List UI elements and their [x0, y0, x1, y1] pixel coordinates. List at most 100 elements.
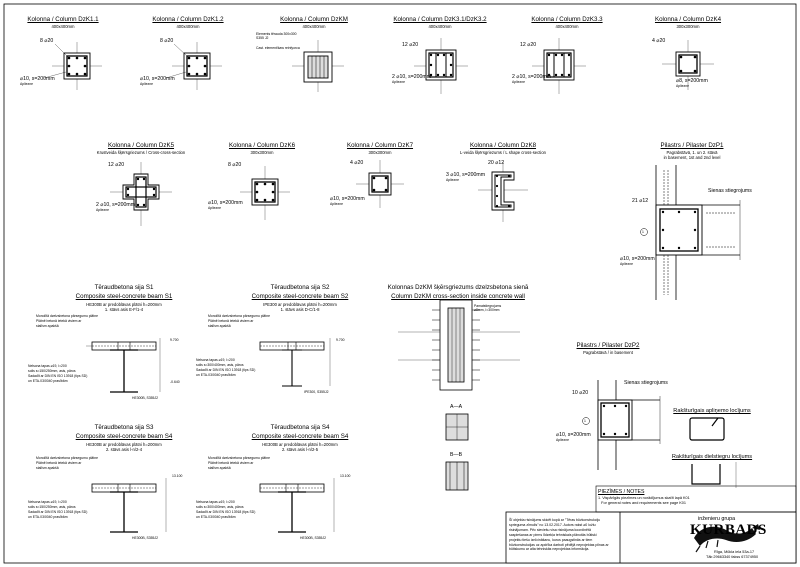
company-address: Rīga, Mūkla iela 53a-17	[714, 550, 755, 554]
column-dzk4-stirrup: ⌀8, s=200mm	[676, 78, 708, 84]
beam-s4-lbl-bot4: un ETA-03/0040 prasībām	[196, 515, 236, 519]
pilaster-dzp2-bars: 10 ⌀20	[572, 390, 589, 396]
column-dzk3-3-bars: 12 ⌀20	[520, 42, 537, 48]
beam-s1-title-lv: Tēraudbetona sija S1	[94, 284, 154, 291]
pilaster-dzp1-sub1: Pagrabstāvā, 1. un 2. stāvā	[666, 150, 718, 155]
beam-s3-lbl-left1: Monolītā dzelzsbetona pārsegumu plātne	[36, 456, 99, 460]
column-dzk1-1-section	[43, 42, 102, 90]
stamp-text: Šī objekta risinājums skicēt kopā ar "Tē…	[509, 518, 609, 552]
company-phone: Tālr.29663340 fakss 67374950	[706, 555, 759, 559]
column-dzk7-section	[356, 160, 404, 208]
column-dzk6-title: Kolonna / Column DzK6	[228, 142, 296, 149]
beam-s3-note2: 2. stāvs asis l-n/2-4	[105, 447, 143, 452]
column-dzk3-stirrup-note: Apliezne	[392, 80, 406, 84]
beam-s2-title-lv: Tēraudbetona sija S2	[270, 284, 330, 291]
beam-s4-lbl-bot2: solis s=300/400mm, asis, pāros	[196, 505, 244, 509]
column-dzk5-size: Krustveida šķērsgriezums / Cross-cross-s…	[96, 150, 186, 155]
beam-s2-lbl-left3: stalīsm apakšā	[208, 324, 231, 328]
beam-s3-title-en: Composite steel-concrete beam S4	[75, 433, 173, 440]
beam-s1-lbl-left1: Monolītā dzelzsbetona pārsegumu plātne	[36, 314, 99, 318]
beam-s4-note2: 2. stāvs asis l-n/2-5	[281, 447, 319, 452]
beam-s1-lbl-left2: Plātnē betonā ietekā visiem ar	[36, 319, 82, 323]
column-dzk8-size: L-veida šķērsgriezums / L shape cross-se…	[460, 150, 546, 155]
pilaster-dzp1-drawing	[640, 165, 741, 300]
pilaster-dzp2-wall: Sienas stiegrojums	[624, 380, 668, 386]
column-dzkm-steel: Elements tērauda 300x300 S355 J2	[256, 32, 297, 40]
pilaster-dzp1-note: Apliezne	[620, 262, 634, 266]
beam-s1-lbl-bot3: Sadadīt ar DIN EN ISO 13918 (tips SD)	[28, 374, 88, 378]
pilaster-dzp2-drawing	[582, 380, 661, 470]
beam-s1-lbl-bot2: solis s=150/250mm, asis, pāros	[28, 369, 76, 373]
pilaster-dzp1-stirrup: ⌀10, s=200mm	[620, 256, 655, 262]
column-dzk8-title: Kolonna / Column DzK8	[469, 142, 537, 149]
column-dzk4-section	[662, 40, 714, 90]
column-dzk1-1-stirrup-note: Apliezne	[20, 82, 34, 86]
beam-s3-profile: HE300B, S355J2	[132, 536, 159, 540]
beam-s2-lbl-bot3: Sadadīt ar DIN EN ISO 13918 (tips SD)	[196, 368, 256, 372]
beam-s4-note1: HE300B ar predoblāvas plātni h=200mm	[262, 442, 338, 447]
pilaster-dzp1-title: Pilastrs / Pilaster DzP1	[660, 142, 724, 149]
detail-bar-bend-title: Rakšturīgais dielstiegru locījums	[671, 454, 753, 460]
column-dzk5-stirrup: 2 ⌀10, s=200mm	[96, 202, 136, 208]
beam-s3-lbl-bot3: Sadadīt ar DIN EN ISO 13918 (tips SD)	[28, 510, 88, 514]
company-subtitle: inženieru grupa	[698, 516, 736, 522]
column-dzk3-3-size: 400x400mm	[555, 24, 579, 29]
beam-s2-drawing	[259, 338, 331, 387]
column-dzk6-stirrup: ⌀10, s=200mm	[208, 200, 243, 206]
column-dzk8-stirrup-note: Apliezne	[446, 178, 460, 182]
column-dzk1-1-bars: 8 ⌀20	[40, 38, 54, 44]
column-dzk7-stirrup-note: Apliezne	[330, 202, 344, 206]
notes-body: 1. Vispārīgās piezīmes un norādījumus sk…	[598, 496, 690, 505]
beam-s2-note2: 1. stāvs asis D-C/1-8	[280, 307, 320, 312]
pilaster-dzp2-callout: 1	[584, 419, 586, 423]
column-dzk1-1-stirrup: ⌀10, s=200mm	[20, 76, 55, 82]
column-dzkm-size: 400x400mm	[302, 24, 326, 29]
beam-s4-title-lv: Tēraudbetona sija S4	[270, 424, 330, 431]
beam-s2-elev-top: 9.700	[336, 338, 345, 342]
beam-s4-drawing	[259, 478, 335, 533]
beam-s4-lbl-bot1: Nelsona tapas ⌀19, l=200	[196, 500, 235, 504]
title-block	[505, 485, 797, 564]
section-b-b-label: B—B	[450, 452, 463, 458]
column-dzk5-section	[110, 162, 172, 226]
column-dzk7-bars: 4 ⌀20	[350, 160, 364, 166]
column-dzk4-title: Kolonna / Column DzK4	[654, 16, 722, 23]
kurbads-logo	[694, 524, 760, 553]
beam-s2-profile: IPE300, S355J2	[304, 390, 329, 394]
beam-s3-lbl-bot4: un ETA-03/0040 prasībām	[28, 515, 68, 519]
beam-s3-lbl-left2: Plātnē betonā ietekā visiem ar	[36, 461, 82, 465]
column-dzk4-size: 300x300mm	[676, 24, 700, 29]
beam-s1-lbl-bot1: Nelsona tapas ⌀19, l=200	[28, 364, 67, 368]
column-dzk7-stirrup: ⌀10, s=200mm	[330, 196, 365, 202]
column-dzk8-section	[478, 162, 528, 222]
column-dzk1-2-size: 400x400mm	[176, 24, 200, 29]
beam-s4-title-en: Composite steel-concrete beam S4	[251, 433, 349, 440]
column-dzk7-title: Kolonna / Column DzK7	[346, 142, 414, 149]
column-dzk1-2-title: Kolonna / Column DzK1.2	[152, 16, 224, 23]
pilaster-dzp1-sub2: in basement, 1st and 2nd level	[663, 155, 721, 160]
column-dzk3-size: 400x400mm	[428, 24, 452, 29]
column-dzk1-1-title: Kolonna / Column DzK1.1	[27, 16, 99, 23]
wall-section-label-2: ⌀8mm, l=300mm	[474, 308, 500, 312]
column-dzk7-size: 300x300mm	[368, 150, 392, 155]
pilaster-dzp1-wall: Sienas stiegrojums	[708, 188, 752, 194]
beam-s4-elev-top: 13.100	[340, 474, 351, 478]
column-dzk5-stirrup-note: Apliezne	[96, 208, 110, 212]
column-dzk3-bars: 12 ⌀20	[402, 42, 419, 48]
column-dzk5-bars: 12 ⌀20	[108, 162, 125, 168]
column-dzkm-note: Cast. element/kaw reinfyorca	[256, 46, 300, 50]
section-a-a-label: A—A	[450, 404, 463, 410]
beam-s1-elev-top: 9.700	[170, 338, 179, 342]
pilaster-dzp2-stirrup: ⌀10, s=200mm	[556, 432, 591, 438]
pilaster-dzp2-note: Apliezne	[556, 438, 570, 442]
wall-section-label-1: Pamatstiegrojums	[474, 304, 502, 308]
column-dzk3-1-section	[414, 38, 468, 94]
column-dzk4-stirrup-note: Apliezne	[676, 84, 690, 88]
column-dzkm-section	[292, 40, 344, 92]
beam-s2-note1: IPE300 ar predoblāvas plātni h=200mm	[263, 302, 337, 307]
beam-s2-lbl-bot1: Nelsona tapas ⌀19, l=200	[196, 358, 235, 362]
beam-s1-elev-bot: -0.640	[170, 380, 180, 384]
column-dzk3-title: Kolonna / Column DzK3.1/DzK3.2	[393, 16, 487, 23]
column-dzk1-2-section	[165, 42, 222, 90]
